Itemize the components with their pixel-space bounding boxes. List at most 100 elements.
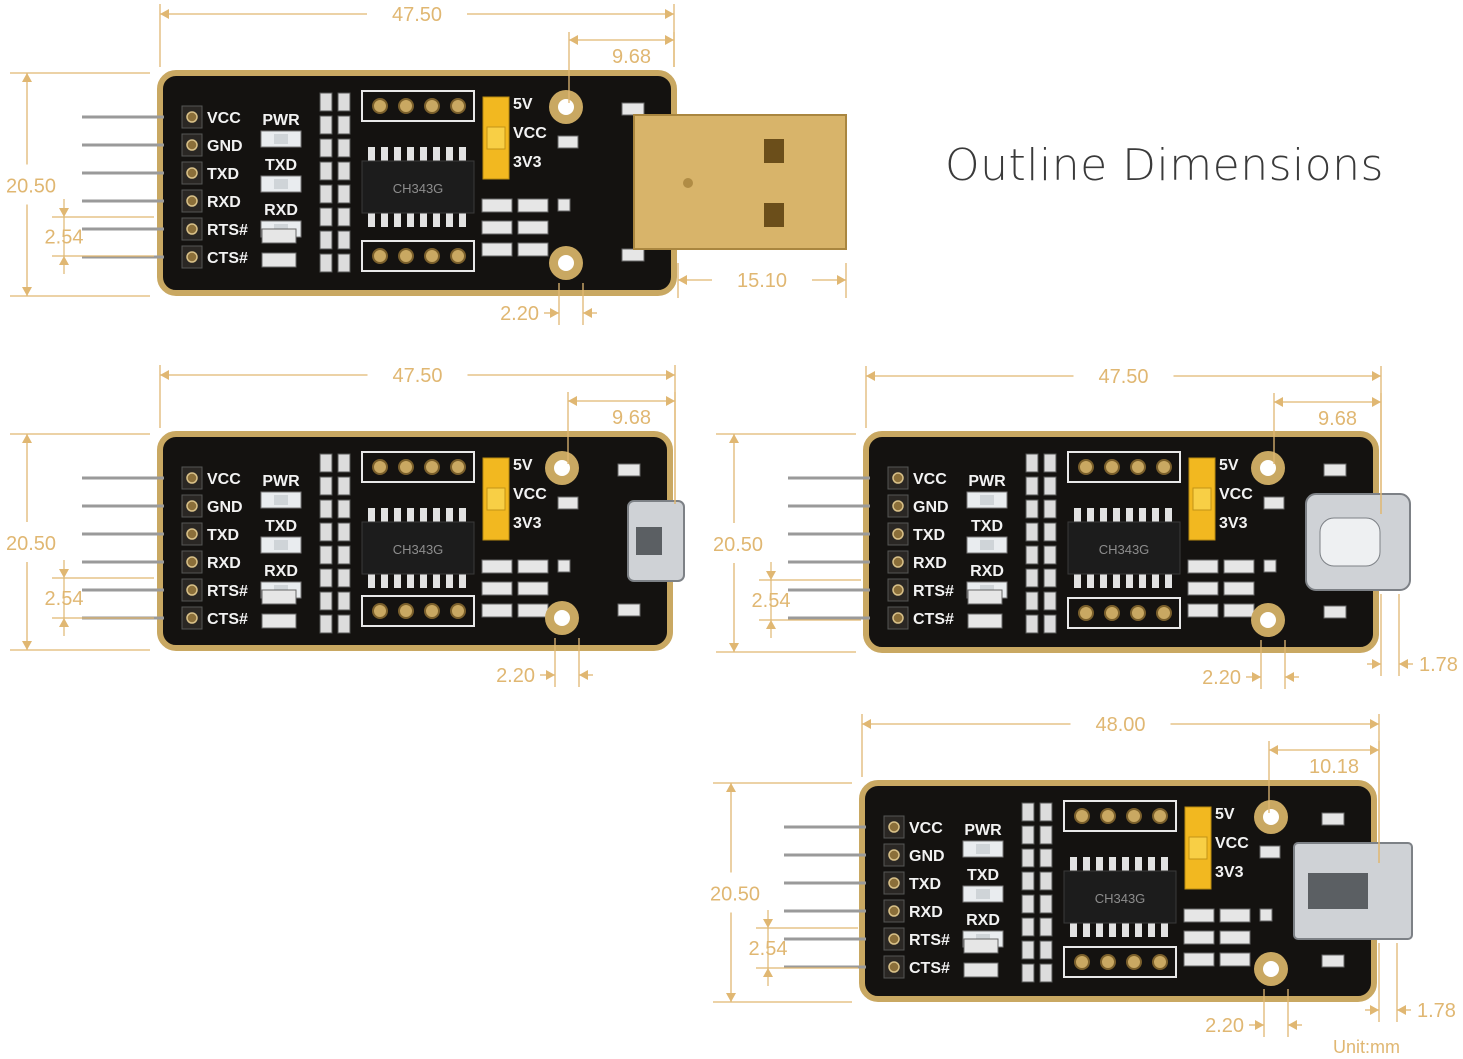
smd-resistor [261, 252, 297, 268]
jumper-label: 3V3 [513, 154, 542, 171]
ch343-chip [361, 160, 475, 214]
jumper-label: 3V3 [513, 515, 542, 532]
header-pin [784, 909, 866, 913]
chip-pin [407, 211, 414, 227]
chip-pin [433, 211, 440, 227]
smd-resistor [967, 589, 1003, 605]
gold-pad [1130, 459, 1146, 475]
dimension-label: 1.78 [1419, 654, 1458, 676]
smd-component [1259, 845, 1281, 859]
dimension-label: 2.20 [1202, 667, 1241, 689]
smd-component [319, 614, 333, 634]
smd-component [1263, 559, 1277, 573]
dimension-arrowhead [550, 308, 559, 318]
led-label: RXD [970, 563, 1004, 580]
mini-usb-port [1308, 873, 1368, 909]
chip-pin [1148, 857, 1155, 873]
pin-label: CTS# [909, 960, 950, 977]
smd-component [319, 161, 333, 181]
dimension-label: 20.50 [713, 534, 763, 556]
smd-component [319, 476, 333, 496]
pad-strip [1063, 800, 1177, 832]
dimension-arrowhead [579, 670, 588, 680]
gold-pad [398, 603, 414, 619]
chip-pin [1139, 508, 1146, 524]
smd-component [337, 476, 351, 496]
usb-a-slot [764, 203, 784, 227]
smd-resistor [261, 228, 297, 244]
led-label: TXD [967, 867, 999, 884]
gold-pad [424, 248, 440, 264]
header-pin [788, 504, 870, 508]
pin-label: RXD [909, 904, 943, 921]
dimension-arrowhead [568, 396, 577, 406]
chip-pin [420, 147, 427, 163]
smd-component [1263, 496, 1285, 510]
header-pin [82, 588, 164, 592]
header-pin [82, 143, 164, 147]
pin-label: RTS# [207, 583, 248, 600]
smd-component [1021, 963, 1035, 983]
dimension-label: 20.50 [6, 533, 56, 555]
pin-pad [186, 251, 198, 263]
smd-component [1025, 614, 1039, 634]
smd-component [1021, 894, 1035, 914]
gold-pad [1156, 605, 1172, 621]
chip-pin [381, 572, 388, 588]
smd-component [319, 453, 333, 473]
dimension-arrowhead [1285, 672, 1294, 682]
chip-pin [446, 508, 453, 524]
pin-label: RTS# [909, 932, 950, 949]
dimension-arrowhead [726, 993, 736, 1002]
smd-component [337, 499, 351, 519]
smd-component [517, 198, 549, 213]
smd-component [1183, 930, 1215, 945]
smd-component [1025, 522, 1039, 542]
jumper-cap [486, 126, 506, 150]
gold-pad [1104, 605, 1120, 621]
dimension-label: 2.54 [749, 938, 788, 960]
smd-component [1043, 476, 1057, 496]
chip-pin [1152, 572, 1159, 588]
smd-component [1219, 952, 1251, 967]
header-pin [788, 532, 870, 536]
pad-strip [361, 240, 475, 272]
smd-component [1039, 848, 1053, 868]
dimension-arrowhead [766, 620, 776, 629]
chip-pin [368, 147, 375, 163]
gold-pad [1130, 605, 1146, 621]
smd-component [337, 545, 351, 565]
smd-component [319, 253, 333, 273]
pad-strip [1067, 451, 1181, 483]
dimension-arrowhead [59, 208, 69, 217]
dimension-arrowhead [665, 9, 674, 19]
dimension-arrowhead [22, 73, 32, 82]
chip-pin [420, 211, 427, 227]
chip-pin [1126, 508, 1133, 524]
smd-component [319, 499, 333, 519]
led-label: PWR [262, 112, 300, 129]
gold-pad [398, 459, 414, 475]
smd-component [337, 568, 351, 588]
page-title: Outline Dimensions [945, 140, 1384, 191]
smd-component [1025, 453, 1039, 473]
smd-component [319, 568, 333, 588]
led-label: TXD [265, 518, 297, 535]
dimension-arrowhead [729, 434, 739, 443]
smd-component [617, 603, 641, 617]
smd-component [481, 559, 513, 574]
pin-label: VCC [909, 820, 943, 837]
smd-component [621, 102, 645, 116]
chip-pin [1165, 508, 1172, 524]
chip-pin [1161, 921, 1168, 937]
header-pin [82, 255, 164, 259]
smd-component [1025, 545, 1039, 565]
chip-pin [394, 508, 401, 524]
chip-pin [1083, 857, 1090, 873]
dimension-arrowhead [59, 569, 69, 578]
dimension-arrowhead [837, 275, 846, 285]
dimension-label: 2.54 [45, 227, 84, 249]
chip-pin [368, 211, 375, 227]
smd-component [1259, 908, 1273, 922]
